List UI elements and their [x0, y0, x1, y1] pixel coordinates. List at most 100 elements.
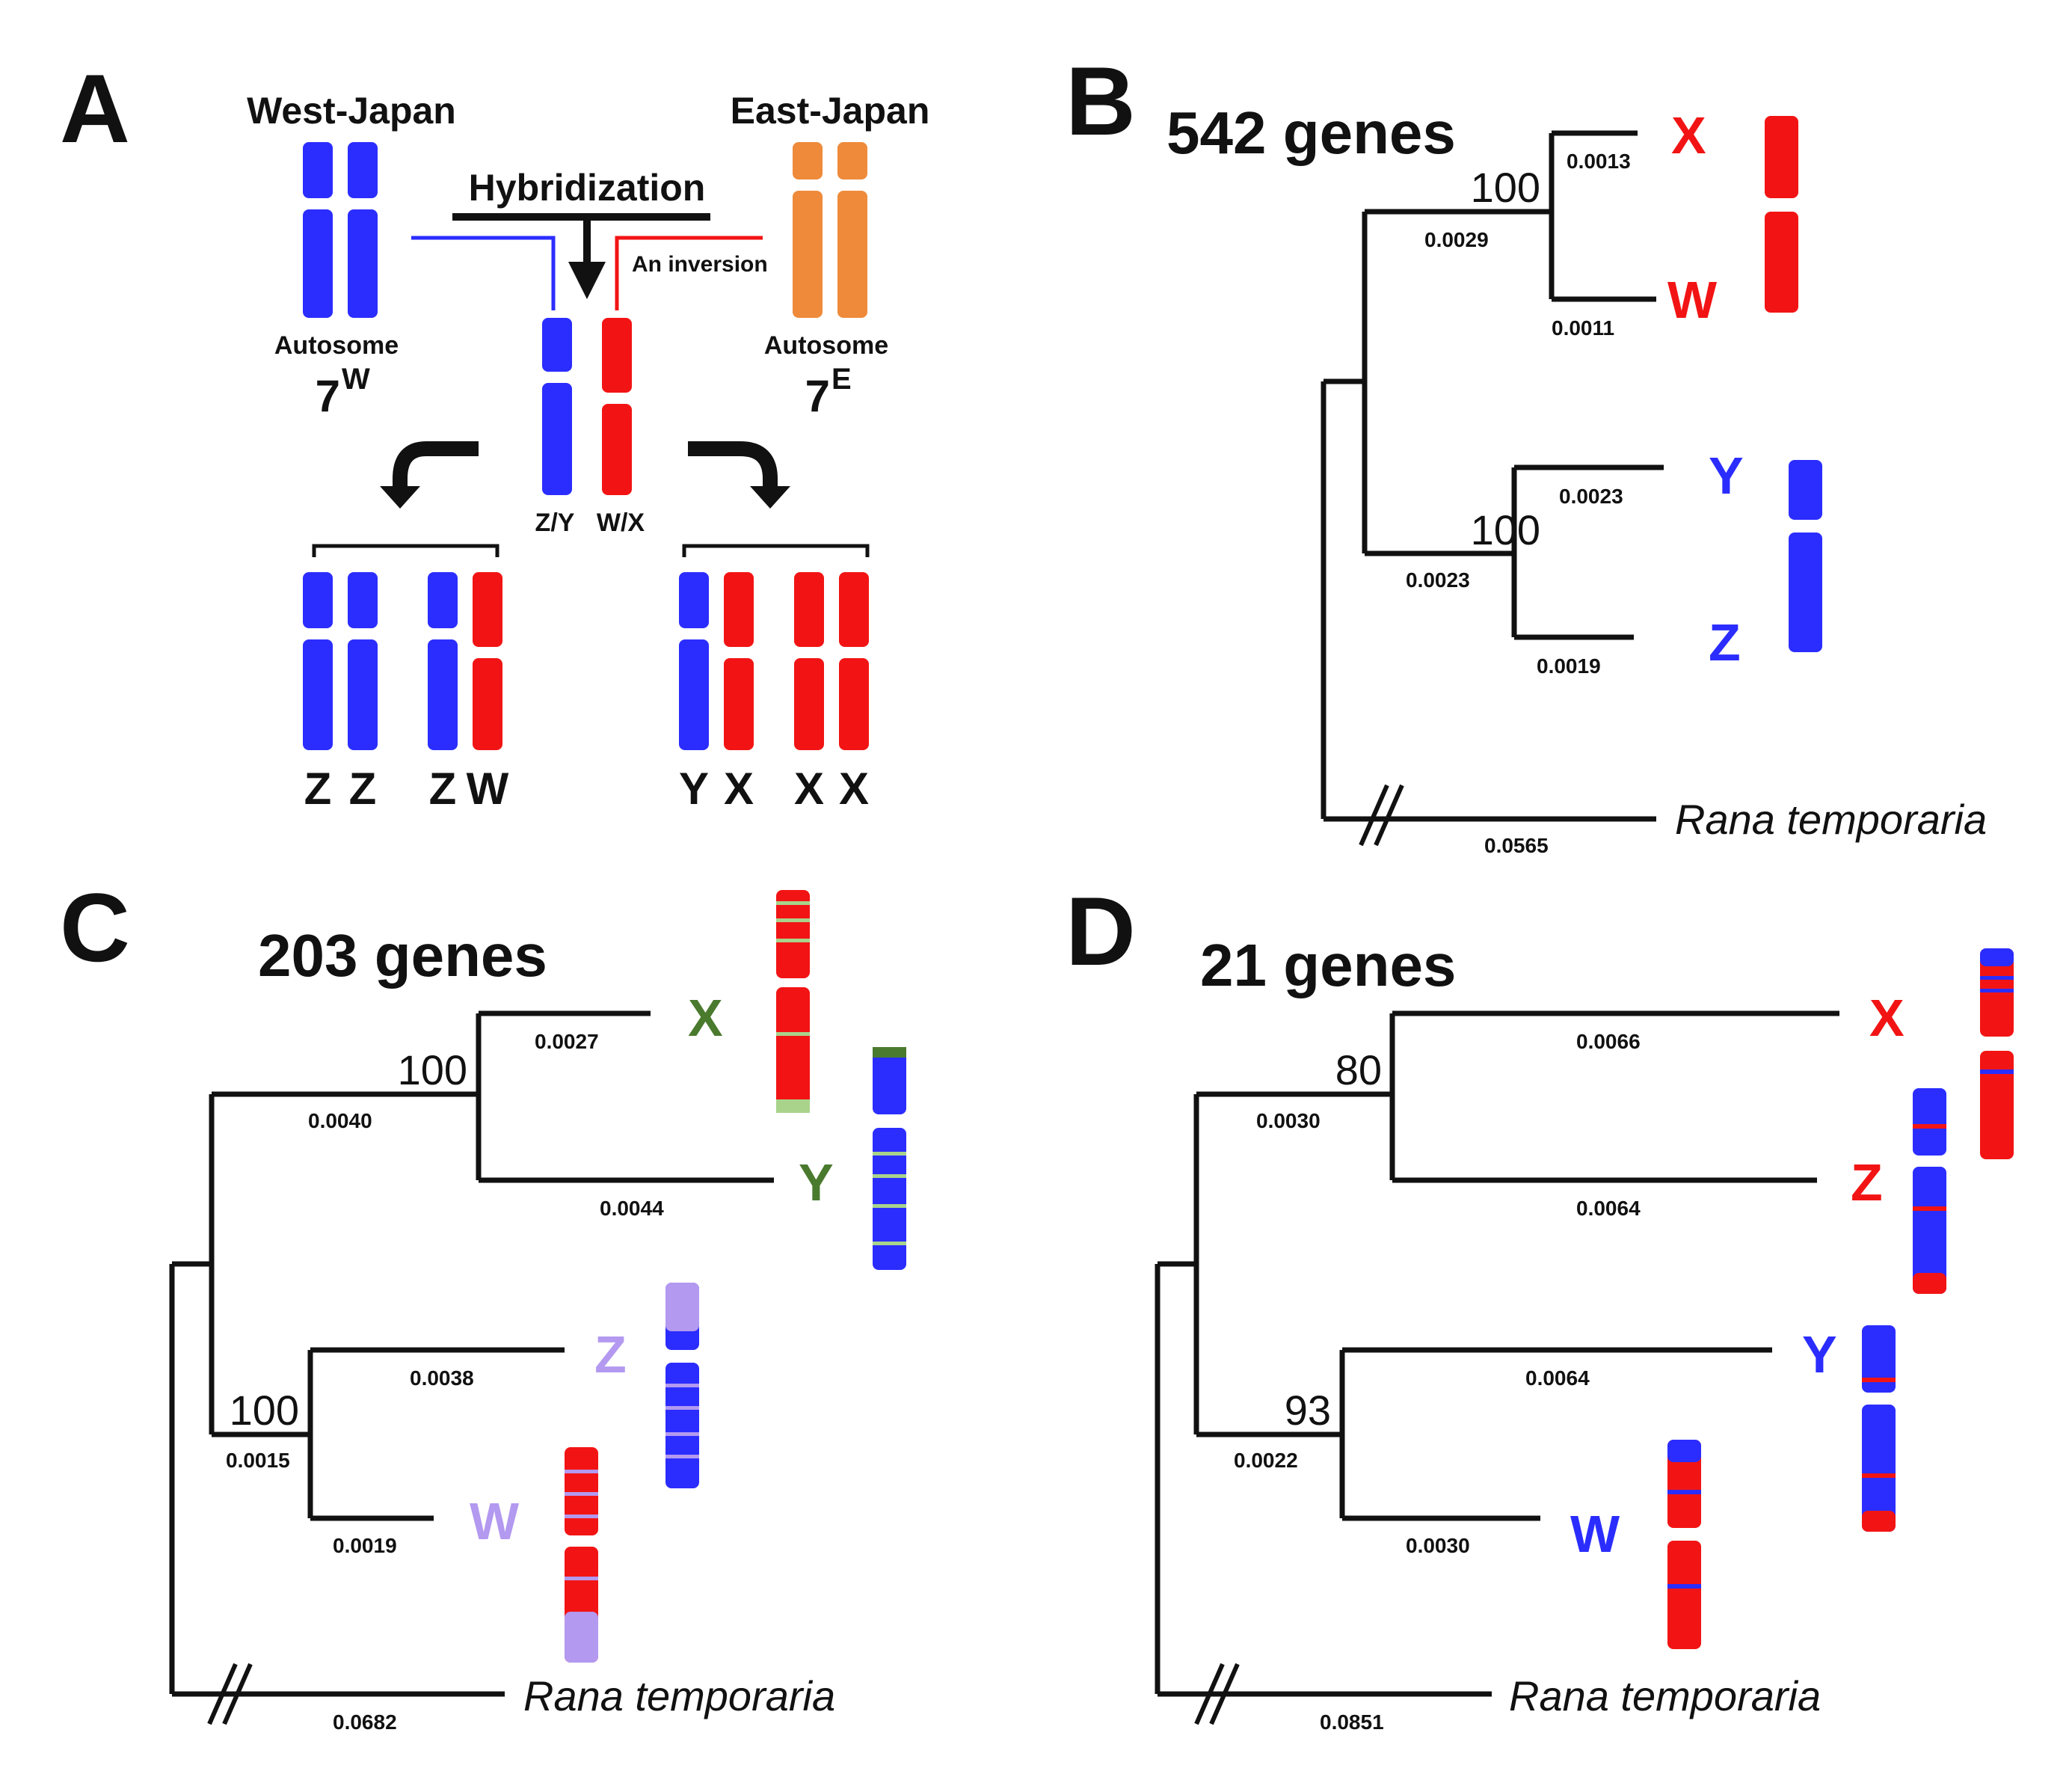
chromosome-band	[776, 1099, 810, 1113]
bootstrap-value: 80	[1335, 1046, 1382, 1093]
chromosome-band	[873, 1204, 906, 1208]
phylogenetic-tree-c	[169, 1010, 774, 1725]
chromosome-arm	[348, 639, 378, 750]
west-chromosome-pair	[303, 142, 378, 318]
chromosome-band	[665, 1406, 699, 1410]
chromosome-arm	[303, 142, 333, 198]
chromosome-band	[1667, 1584, 1701, 1589]
panel-a: A West-Japan East-Japan Autosome Autosom…	[60, 54, 929, 814]
chromosome-band	[776, 939, 810, 942]
autosome-right-label: Autosome	[764, 331, 888, 360]
branch-length: 0.0565	[1484, 834, 1549, 857]
branch-break-mark	[1359, 784, 1389, 847]
branch-length: 0.0044	[600, 1197, 664, 1220]
chromosome-band	[565, 1492, 598, 1496]
chromosome-icon-w	[565, 1447, 598, 1663]
chromosome-arm	[873, 1128, 906, 1270]
branch-length: 0.0851	[1320, 1710, 1384, 1734]
hybrid-chromosome-pair	[542, 318, 632, 495]
chromosome-icon-z	[665, 1283, 699, 1488]
branch-length: 0.0682	[333, 1710, 397, 1734]
chromosome-band	[1980, 976, 2014, 980]
phylogenetic-tree-d	[1155, 1010, 1839, 1725]
bootstrap-value: 100	[1471, 164, 1540, 211]
chromosome-band	[1980, 1070, 2014, 1074]
west-japan-label: West-Japan	[247, 90, 456, 132]
chromosome-arm	[602, 318, 632, 393]
bootstrap-value: 93	[1285, 1387, 1331, 1434]
chromosome-arm	[1913, 1088, 1946, 1156]
branch-length: 0.0030	[1256, 1109, 1321, 1132]
genotype-letter: Z	[429, 764, 457, 814]
genotype-letter: Y	[679, 764, 709, 814]
chromosome-arm	[665, 1363, 699, 1488]
offspring-zw	[428, 572, 502, 750]
chromosome-band	[1862, 1378, 1896, 1382]
chromosome-band	[1913, 1273, 1946, 1294]
panel-b-letter: B	[1066, 46, 1136, 156]
chromosome-arm	[348, 572, 378, 628]
branch-break-mark	[222, 1663, 253, 1725]
chromosome-arm	[542, 318, 572, 372]
panel-d-title: 21 genes	[1200, 932, 1456, 998]
right-offspring-bracket	[682, 544, 870, 557]
chromosome-arm	[793, 191, 823, 318]
chromosome-arm	[303, 639, 333, 750]
chromosome-icon-x	[776, 890, 810, 1113]
chromosome-arm	[1667, 1541, 1701, 1649]
tip-label-w: W	[470, 1492, 519, 1550]
panel-a-letter: A	[60, 54, 130, 163]
east-chromosome-pair	[793, 142, 867, 318]
genotype-letter: X	[724, 764, 754, 814]
chromosome-band	[776, 1032, 810, 1036]
chromosome-arm	[303, 209, 333, 318]
chromosome-icon-y	[1862, 1325, 1896, 1532]
panel-c-letter: C	[60, 873, 130, 982]
chromosome-arm	[679, 572, 709, 628]
branch-length: 0.0064	[1576, 1197, 1641, 1220]
chromosome-arm	[1862, 1405, 1896, 1532]
branch-length: 0.0040	[308, 1109, 372, 1132]
tip-label-x: X	[1671, 106, 1706, 165]
hybridization-arrow-head	[568, 262, 606, 299]
chromosome-band	[565, 1515, 598, 1518]
chromosome-arm	[1789, 460, 1822, 520]
chromosome-arm	[776, 987, 810, 1113]
chromosome-arm	[1862, 1325, 1896, 1393]
branch-length: 0.0019	[333, 1534, 397, 1557]
offspring-yx	[679, 572, 754, 750]
chromosome-arm	[1765, 116, 1798, 198]
bootstrap-value: 100	[1471, 506, 1540, 553]
chromosome-icon-x	[1980, 948, 2014, 1159]
chromosome-arm	[473, 658, 502, 750]
tip-label-z: Z	[1851, 1153, 1883, 1212]
branch-break-mark	[1209, 1663, 1240, 1725]
chromosome-band	[1667, 1490, 1701, 1494]
chromosome-arm	[1765, 212, 1798, 313]
chromosome-band	[873, 1242, 906, 1245]
chromosome-arm	[837, 191, 867, 318]
tip-label-y: Y	[1802, 1325, 1837, 1384]
chromosome-band	[776, 901, 810, 905]
left-curved-arrow-head	[380, 486, 420, 509]
right-curved-arrow-head	[750, 486, 790, 509]
branch-length: 0.0038	[410, 1366, 474, 1390]
chromosome-band	[1980, 948, 2014, 966]
chromosome-arm	[348, 209, 378, 318]
chromosome-band	[565, 1577, 598, 1580]
chromosome-arm	[1913, 1167, 1946, 1294]
tip-label-w: W	[1667, 271, 1717, 329]
chromosome-arm	[428, 639, 458, 750]
outgroup-label: Rana temporaria	[1509, 1672, 1821, 1719]
chromosome-band	[665, 1384, 699, 1387]
branch-length: 0.0029	[1424, 228, 1489, 251]
chr-7w-sup: W	[342, 363, 370, 396]
chromosome-arm	[602, 404, 632, 495]
offspring-zz	[303, 572, 378, 750]
tip-label-y: Y	[1709, 446, 1744, 505]
chromosome-arm	[542, 383, 572, 495]
chromosome-band	[1913, 1206, 1946, 1211]
chromosome-arm	[724, 572, 754, 647]
tip-label-w: W	[1570, 1505, 1620, 1563]
chromosome-arm	[1980, 1051, 2014, 1159]
